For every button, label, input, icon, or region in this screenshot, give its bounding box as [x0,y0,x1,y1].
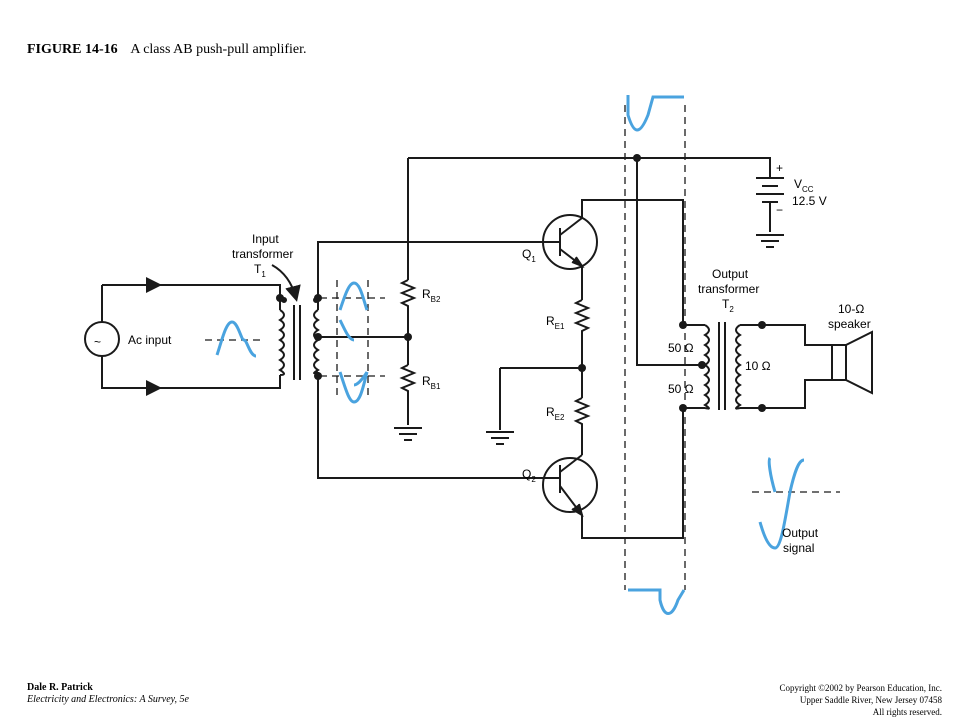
footer-author-block: Dale R. Patrick Electricity and Electron… [27,682,189,706]
speaker-label-2: speaker [828,317,871,331]
wires [101,157,832,539]
output-transformer-label-1: Output [712,267,749,281]
footer-copyright-block: Copyright ©2002 by Pearson Education, In… [779,682,942,718]
input-transformer-label-2: transformer [232,247,293,261]
lower-half-signal-icon [338,371,369,404]
ohm-secondary-label: 10 Ω [745,359,771,373]
svg-text:~: ~ [94,335,101,349]
re1-resistor-icon [573,299,591,340]
re2-label: RE2 [546,405,565,422]
footer-copyright: Copyright ©2002 by Pearson Education, In… [779,683,942,693]
ac-source-icon: ~ [84,321,120,357]
q1-transistor-icon [542,214,598,270]
bottom-collector-signal-icon [628,588,686,615]
figure-number: FIGURE 14-16 [27,42,118,57]
phase-guides [205,105,840,590]
re1-label: RE1 [546,314,565,331]
vcc-plus: + [776,161,783,175]
vcc-label: VCC [794,177,814,194]
output-signal-label-1: Output [782,526,819,540]
footer-rights: All rights reserved. [872,707,942,717]
footer-address: Upper Saddle River, New Jersey 07458 [799,695,942,705]
upper-half-signal-icon [338,281,369,311]
battery-icon [756,170,784,215]
signal-waveforms [215,95,805,615]
footer-author: Dale R. Patrick [27,682,93,693]
q2-transistor-icon [542,454,598,518]
input-signal-icon [215,320,257,358]
rb1-resistor-icon [399,364,417,398]
q1-label: Q1 [522,247,536,264]
output-signal-icon [758,458,805,550]
ohm-bottom-label: 50 Ω [668,382,694,396]
re2-resistor-icon [573,397,591,432]
t1-label: T1 [254,262,266,279]
input-transformer-label-1: Input [252,232,279,246]
current-arrows [130,277,162,396]
ohm-top-label: 50 Ω [668,341,694,355]
output-transformer-icon [703,322,742,410]
rb1-label: RB1 [422,374,441,391]
t2-label: T2 [722,297,734,314]
speaker-label-1: 10-Ω [838,302,864,316]
output-signal-label-2: signal [783,541,814,555]
output-transformer-label-2: transformer [698,282,759,296]
figure-caption: FIGURE 14-16 A class AB push-pull amplif… [27,42,307,58]
input-transformer-icon [271,264,320,380]
rb2-label: RB2 [422,287,441,304]
ground-icon [394,234,784,445]
vcc-minus: − [776,203,783,217]
speaker-icon [831,330,873,395]
footer-book: Electricity and Electronics: A Survey, 5… [27,694,189,705]
figure-title: A class AB push-pull amplifier. [130,42,307,57]
ac-input-label: Ac input [128,333,172,347]
rb2-resistor-icon [399,279,417,310]
top-collector-signal-icon [626,95,684,132]
junction-dots [276,154,766,412]
q2-label: Q2 [522,467,536,484]
vcc-value: 12.5 V [792,194,827,208]
